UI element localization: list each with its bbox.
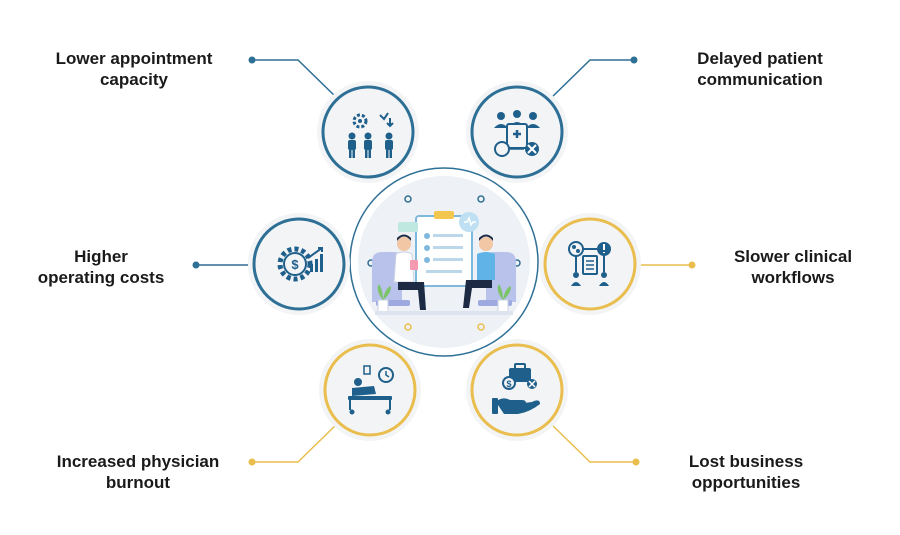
connector-delayed-patient-communication [547, 59, 634, 102]
label-line: Higher [74, 247, 128, 266]
doctor-patient-consultation-illustration [372, 211, 516, 315]
connectors [196, 59, 692, 463]
medical-team-clipboard-icon [494, 110, 540, 157]
label-slower-clinical-workflows: Slower clinical workflows [708, 246, 878, 288]
label-line: opportunities [691, 473, 801, 492]
hand-briefcase-money-icon: $ [492, 363, 540, 414]
label-line: workflows [751, 268, 835, 287]
svg-text:$: $ [506, 379, 511, 389]
dot-slower-clinical-workflows [688, 261, 696, 269]
dot-lost-business-opportunities [632, 458, 640, 466]
label-line: Lower appointment [55, 49, 213, 68]
label-lower-appointment-capacity: Lower appointment capacity [44, 48, 224, 90]
hub-marker-dot [404, 195, 412, 203]
label-line: capacity [99, 70, 169, 89]
label-line: communication [697, 70, 823, 89]
label-line: burnout [105, 473, 171, 492]
connector-dots [192, 56, 696, 466]
label-lost-business-opportunities: Lost business opportunities [664, 451, 828, 493]
connector-lost-business-opportunities [547, 420, 636, 463]
node-circle-higher-operating-costs: $ [248, 213, 350, 315]
label-line: operating costs [37, 268, 165, 287]
label-line: Increased physician [56, 452, 220, 471]
node-circle-lost-business-opportunities: $ [466, 339, 568, 441]
hub-marker-dot [404, 323, 412, 331]
connector-increased-physician-burnout [252, 420, 341, 463]
svg-text:$: $ [291, 257, 299, 272]
label-increased-physician-burnout: Increased physician burnout [40, 451, 236, 493]
dot-delayed-patient-communication [630, 56, 638, 64]
dot-increased-physician-burnout [248, 458, 256, 466]
node-circle-lower-appointment-capacity [317, 81, 419, 183]
people-gear-icon [348, 112, 394, 158]
label-line: Lost business [688, 452, 804, 471]
node-circle-increased-physician-burnout [319, 339, 421, 441]
node-circle-delayed-patient-communication [466, 81, 568, 183]
gear-dollar-chart-icon: $ [277, 246, 323, 282]
node-circle-slower-clinical-workflows [539, 213, 641, 315]
connector-lower-appointment-capacity [252, 59, 341, 102]
label-line: Delayed patient [697, 49, 823, 68]
clinical-workflow-icon [568, 241, 611, 286]
center-hub [349, 167, 539, 357]
hub-marker-dot [477, 195, 485, 203]
label-delayed-patient-communication: Delayed patient communication [670, 48, 850, 90]
tired-physician-bed-clock-icon [348, 365, 394, 415]
hub-marker-dot [477, 323, 485, 331]
dot-lower-appointment-capacity [248, 56, 256, 64]
label-higher-operating-costs: Higher operating costs [18, 246, 184, 288]
label-line: Slower clinical [733, 247, 853, 266]
dot-higher-operating-costs [192, 261, 200, 269]
